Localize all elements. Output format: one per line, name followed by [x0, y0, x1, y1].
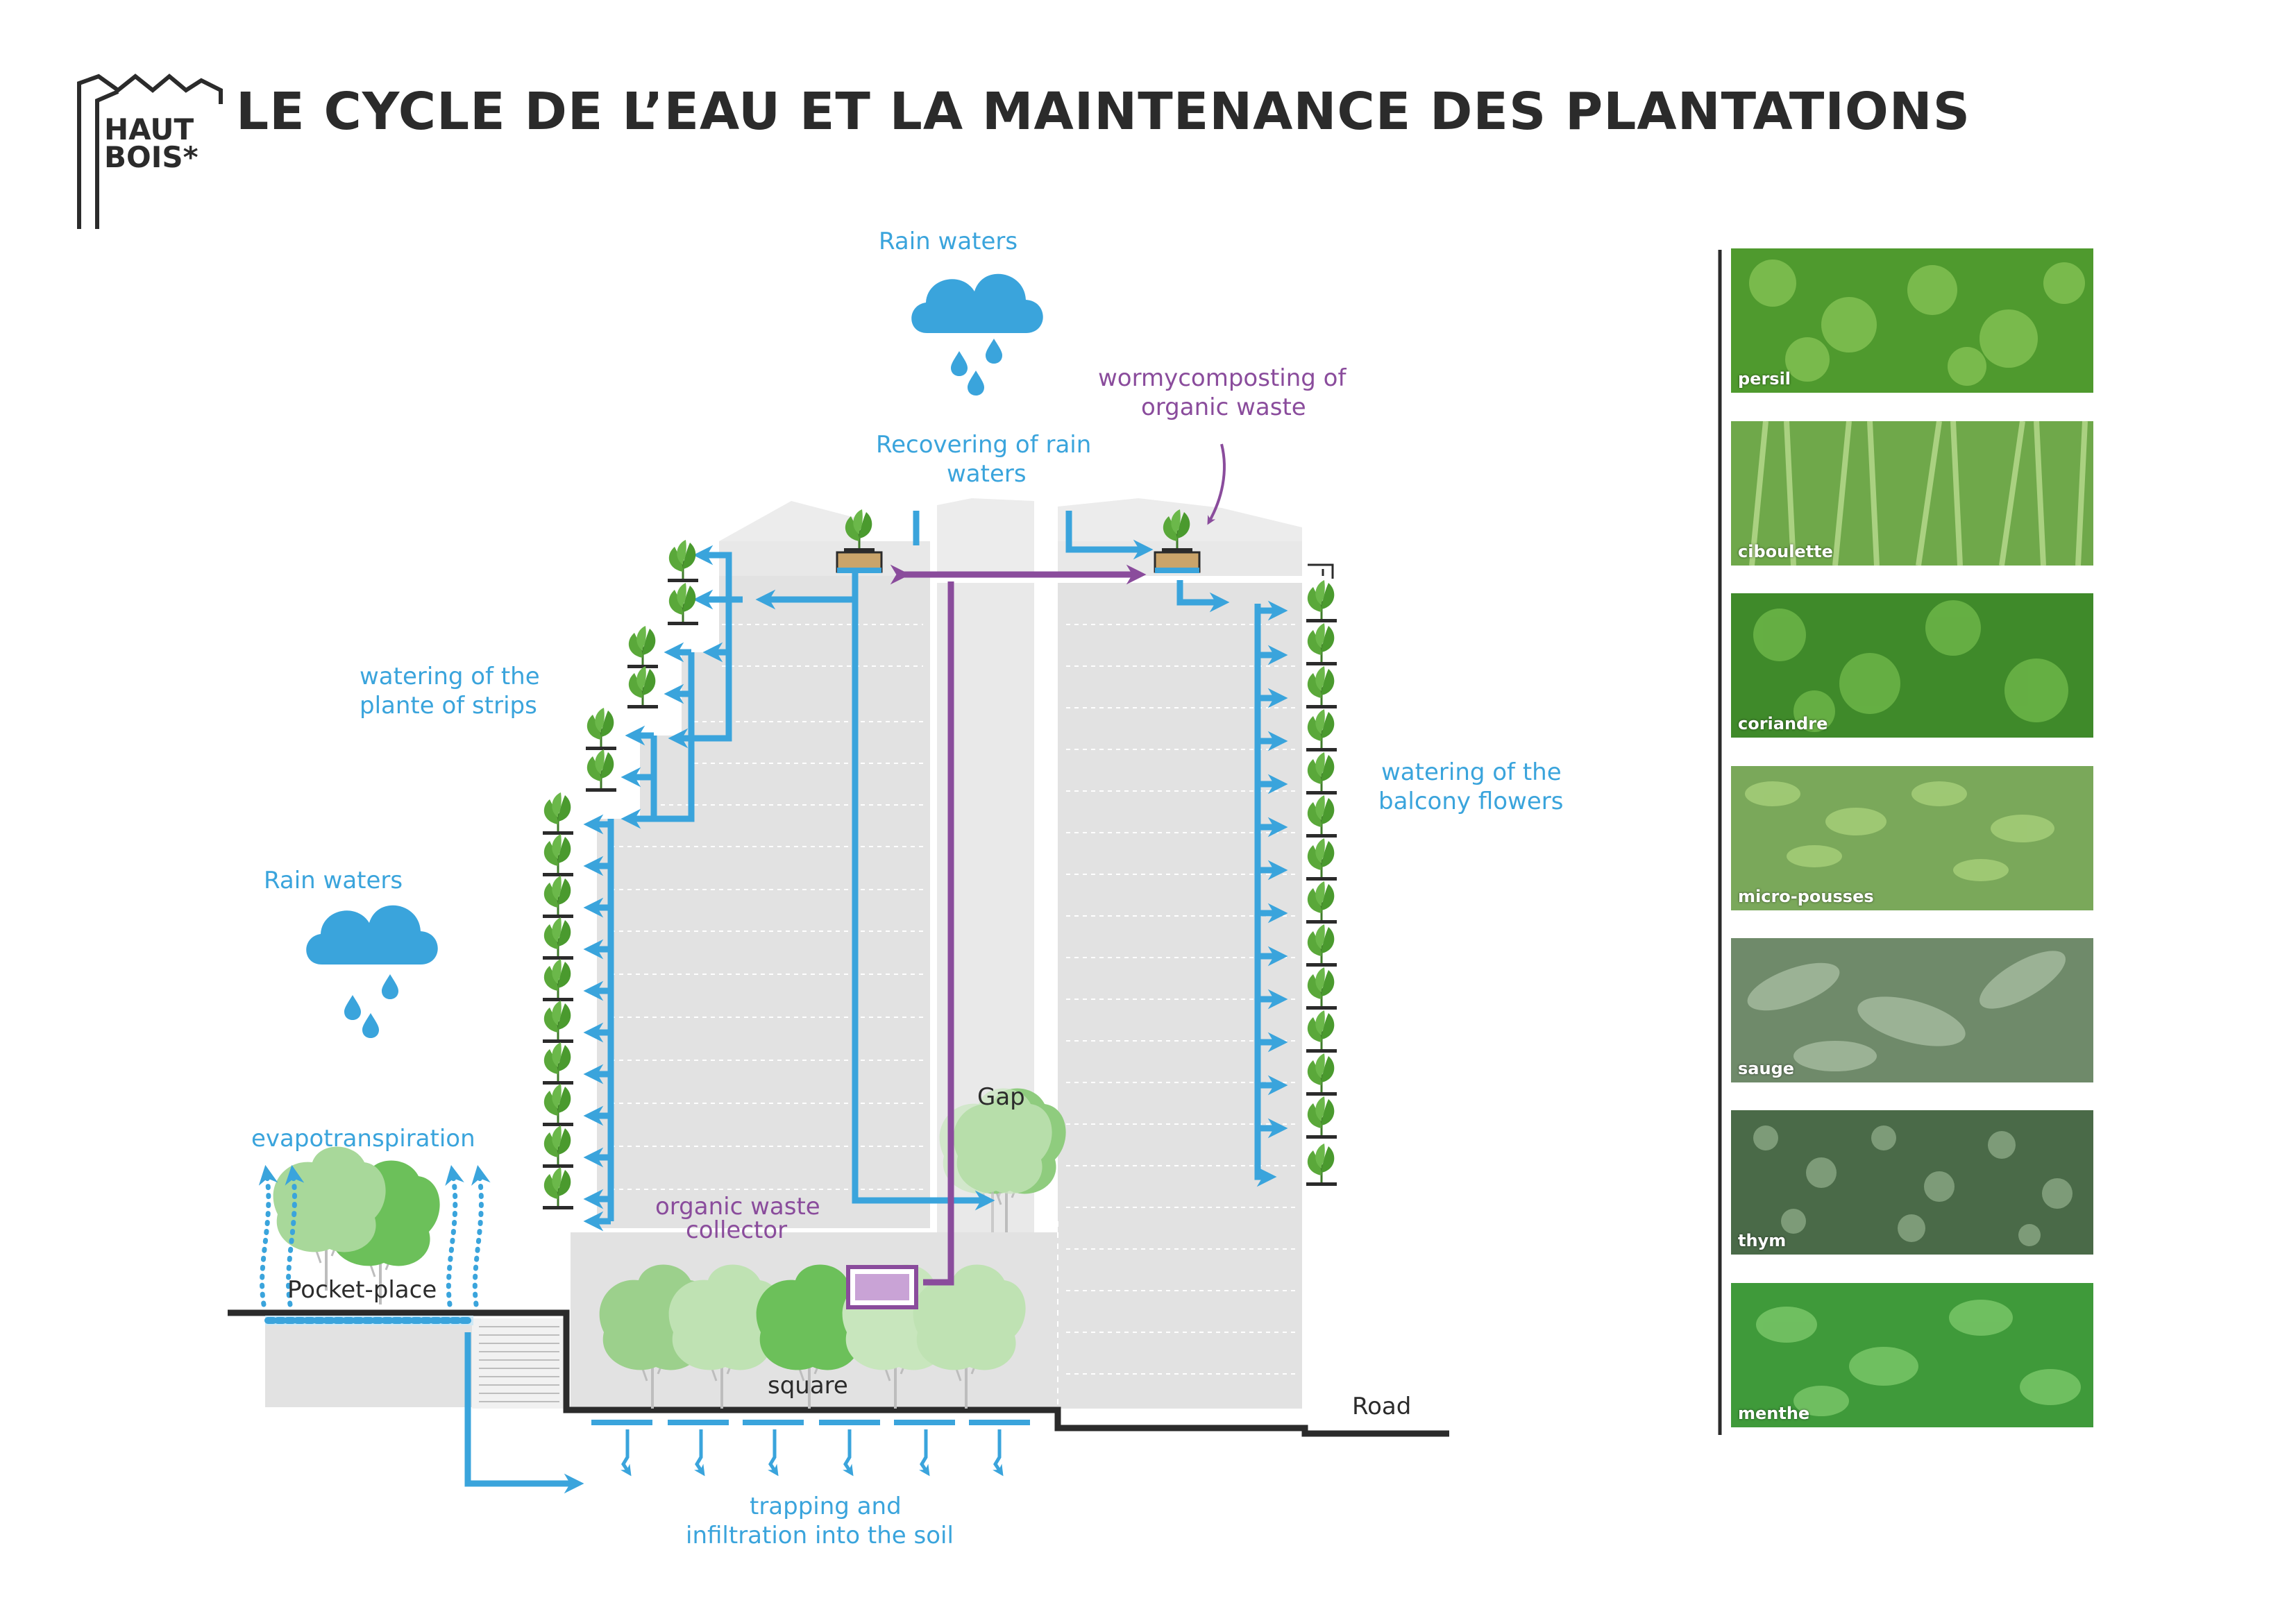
label-gap: Gap: [977, 1083, 1025, 1111]
compost-pipes: [890, 443, 1226, 1286]
herb-photo-thym: thym: [1731, 1110, 2093, 1255]
label-worm-line2: organic waste: [1141, 393, 1306, 421]
label-watering-balcony-line2: balcony flowers: [1378, 788, 1564, 815]
label-watering-strips-line2: plante of strips: [360, 692, 537, 720]
logo-text-line2: BOIS*: [104, 140, 199, 174]
herb-photo-sauge: sauge: [1731, 938, 2093, 1082]
logo-text-line1: HAUT: [104, 112, 194, 146]
label-evapotranspiration: evapotranspiration: [251, 1125, 475, 1153]
label-recovering-line1: Recovering of rain: [876, 431, 1092, 459]
floor-lines: [611, 624, 1298, 1409]
label-rain-left: Rain waters: [264, 867, 403, 894]
roof-planter-left: [836, 508, 883, 573]
roof-planter-right: [1154, 508, 1201, 573]
evapotranspiration-arrows: [258, 1164, 491, 1307]
herb-label-persil: persil: [1738, 369, 1791, 389]
stairs: [479, 1326, 559, 1402]
plants-balcony: [1305, 579, 1338, 1187]
cloud-top-icon: [911, 273, 1043, 396]
herb-label-coriandre: coriandre: [1738, 714, 1828, 733]
herb-label-micro-pousses: micro-pousses: [1738, 887, 1874, 906]
herb-label-thym: thym: [1738, 1231, 1787, 1250]
herb-label-ciboulette: ciboulette: [1738, 542, 1833, 561]
label-pocket-place: Pocket-place: [287, 1276, 437, 1304]
herb-photo-coriandre: coriandre: [1731, 593, 2093, 738]
water-pipes: [464, 511, 1288, 1494]
label-trapping-line2: infiltration into the soil: [686, 1522, 954, 1549]
herb-photo-menthe: menthe: [1731, 1283, 2093, 1427]
label-watering-strips-line1: watering of the: [360, 663, 540, 690]
label-road: Road: [1352, 1393, 1412, 1420]
page-title: LE CYCLE DE L’EAU ET LA MAINTENANCE DES …: [236, 82, 1971, 142]
logo: [77, 74, 223, 229]
roof-marker: [1308, 563, 1334, 579]
label-rain-top: Rain waters: [879, 228, 1018, 255]
label-square: square: [768, 1372, 848, 1400]
label-worm-line1: wormycomposting of: [1098, 364, 1347, 392]
organic-waste-collector: [846, 1265, 918, 1309]
herb-photo-micro-pousses: micro-pousses: [1731, 766, 2093, 910]
label-waste-line2: collector: [686, 1216, 788, 1244]
label-watering-balcony-line1: watering of the: [1381, 758, 1562, 786]
label-waste-line1: organic waste: [655, 1193, 820, 1221]
herb-label-sauge: sauge: [1738, 1059, 1795, 1078]
herb-photo-ciboulette: ciboulette: [1731, 421, 2093, 566]
cloud-left-icon: [306, 905, 438, 1038]
herb-photo-persil: persil: [1731, 248, 2093, 393]
ground-line: [228, 1309, 1449, 1437]
herb-label-menthe: menthe: [1738, 1404, 1810, 1423]
label-recovering-line2: waters: [947, 460, 1027, 488]
pocket-water-layer: [264, 1316, 475, 1325]
label-trapping-line1: trapping and: [750, 1493, 902, 1520]
infiltration-drains: [591, 1420, 1030, 1477]
